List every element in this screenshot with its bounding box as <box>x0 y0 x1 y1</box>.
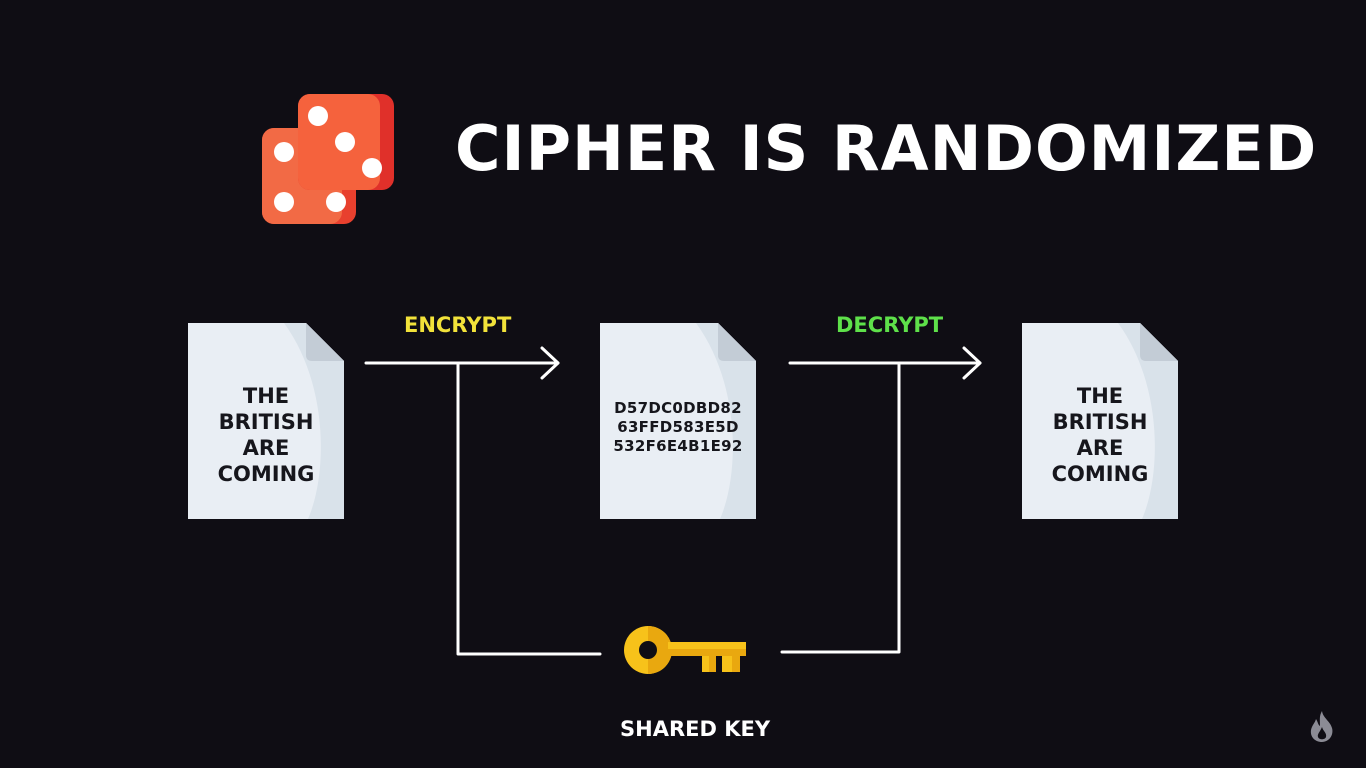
ciphertext-line: 63FFD583E5D <box>617 418 739 436</box>
plaintext-line: BRITISH <box>218 410 314 434</box>
slide-title: CIPHER IS RANDOMIZED <box>455 112 1318 185</box>
key-icon <box>624 626 746 674</box>
plaintext-line: COMING <box>217 462 315 486</box>
decrypted-line: THE <box>1076 384 1124 408</box>
plaintext-document: THE BRITISH ARE COMING <box>188 323 344 519</box>
key-to-decrypt-line <box>780 363 901 654</box>
decrypt-arrowhead <box>962 346 982 380</box>
encrypt-label: ENCRYPT <box>404 313 512 337</box>
decrypt-label: DECRYPT <box>836 313 944 337</box>
key-to-encrypt-line <box>456 363 602 656</box>
plaintext-line: THE <box>242 384 290 408</box>
plaintext-line: ARE <box>242 436 290 460</box>
dice-icon <box>262 94 394 224</box>
ciphertext-line: 532F6E4B1E92 <box>613 437 743 455</box>
ciphertext-document: D57DC0DBD82 63FFD583E5D 532F6E4B1E92 <box>600 323 756 519</box>
decrypted-line: ARE <box>1076 436 1124 460</box>
flame-logo-icon <box>1310 711 1333 742</box>
shared-key-label: SHARED KEY <box>620 717 771 741</box>
decrypted-document: THE BRITISH ARE COMING <box>1022 323 1178 519</box>
ciphertext-line: D57DC0DBD82 <box>614 399 742 417</box>
encrypt-arrowhead <box>540 346 560 380</box>
decrypted-line: COMING <box>1051 462 1149 486</box>
decrypted-line: BRITISH <box>1052 410 1148 434</box>
